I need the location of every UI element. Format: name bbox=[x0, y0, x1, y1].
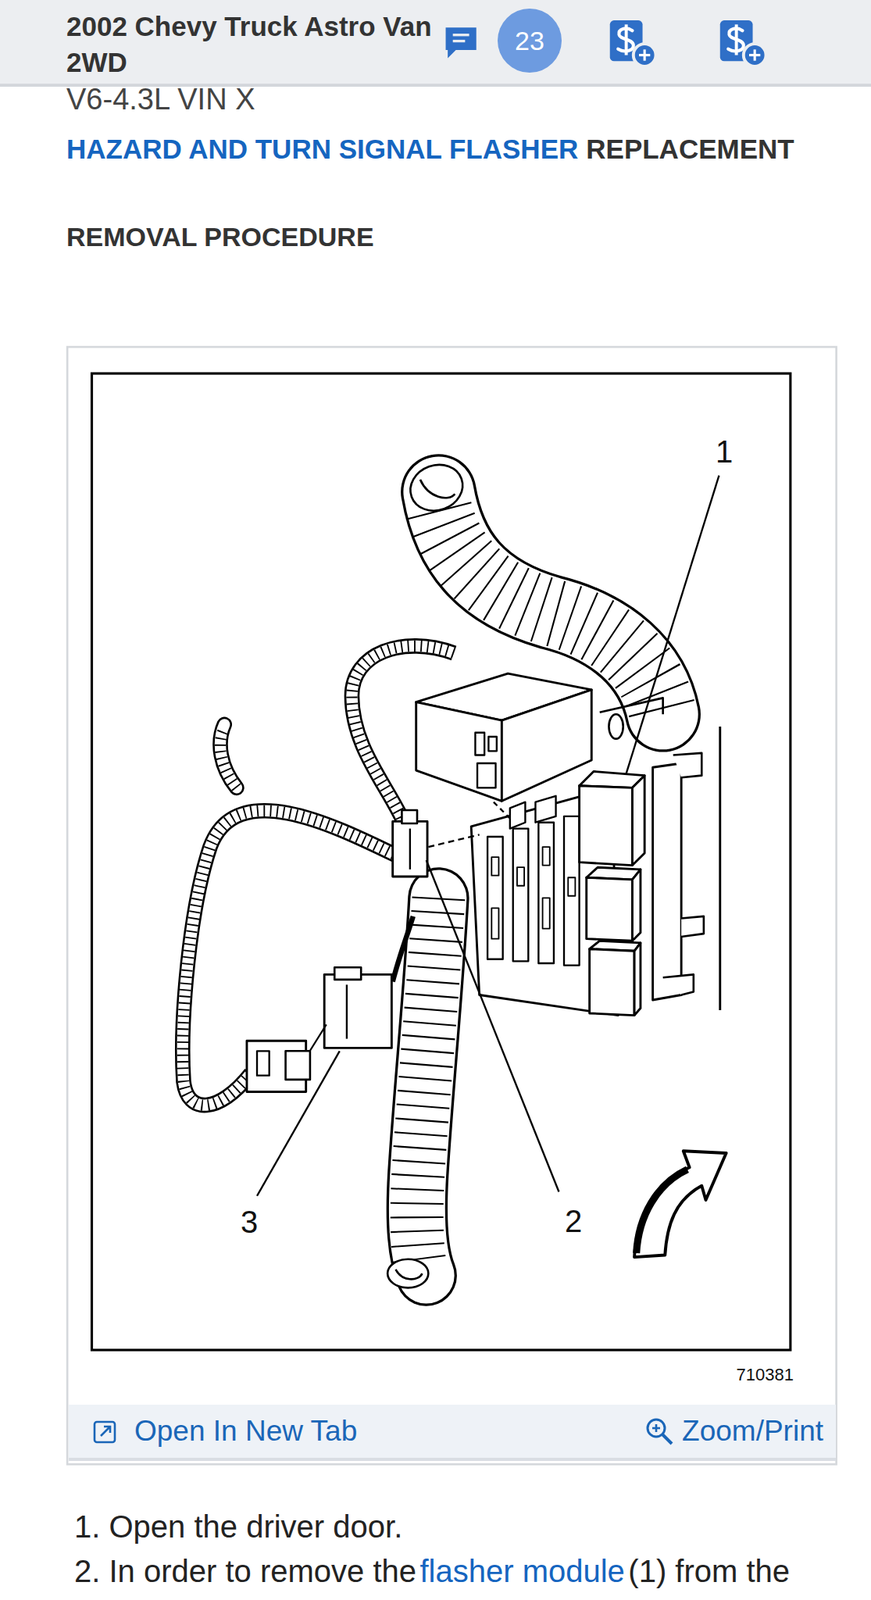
dollar-icon bbox=[610, 20, 657, 67]
step-text: 2. In order to remove the bbox=[74, 1552, 417, 1589]
figure-toolbar: Open In New Tab Zoom/Print bbox=[68, 1404, 836, 1461]
chat-icon bbox=[446, 27, 477, 58]
harness-drawing bbox=[182, 457, 727, 1289]
link-text: Open In New Tab bbox=[134, 1413, 357, 1449]
step-link: flasher module bbox=[419, 1552, 625, 1589]
step-text: 1. Open the driver door. bbox=[74, 1508, 403, 1545]
step-text: (1) from the bbox=[628, 1552, 790, 1589]
heading-link: HAZARD AND TURN SIGNAL FLASHER bbox=[66, 133, 579, 165]
callout-number: 1 bbox=[713, 433, 735, 470]
heading-line: HAZARD AND TURN SIGNAL FLASHERREPLACEMEN… bbox=[66, 133, 795, 165]
dollar-icon bbox=[720, 20, 767, 67]
link-icon bbox=[92, 1417, 119, 1445]
figure-number: 710381 bbox=[736, 1364, 794, 1385]
figure-frame bbox=[92, 373, 791, 1350]
callout-number: 3 bbox=[239, 1203, 260, 1240]
count-badge: 23 bbox=[497, 8, 562, 73]
link-text: Zoom/Print bbox=[681, 1413, 824, 1449]
toolbar-link: Open In New Tab bbox=[92, 1413, 357, 1449]
step-line: 2. In order to remove theflasher module(… bbox=[74, 1552, 790, 1589]
vehicle-engine: V6-4.3L VIN X bbox=[66, 82, 256, 118]
page-title: 2002 Chevy Truck Astro Van 2WD bbox=[66, 8, 457, 81]
callout-number: 2 bbox=[563, 1202, 584, 1239]
heading-text: REPLACEMENT bbox=[585, 133, 794, 165]
link-icon bbox=[644, 1416, 675, 1446]
header-bar bbox=[0, 0, 871, 84]
badge-count: 23 bbox=[514, 27, 545, 54]
figure-card bbox=[67, 346, 836, 1464]
section-heading: REMOVAL PROCEDURE bbox=[66, 221, 375, 253]
toolbar-link: Zoom/Print bbox=[644, 1413, 824, 1449]
